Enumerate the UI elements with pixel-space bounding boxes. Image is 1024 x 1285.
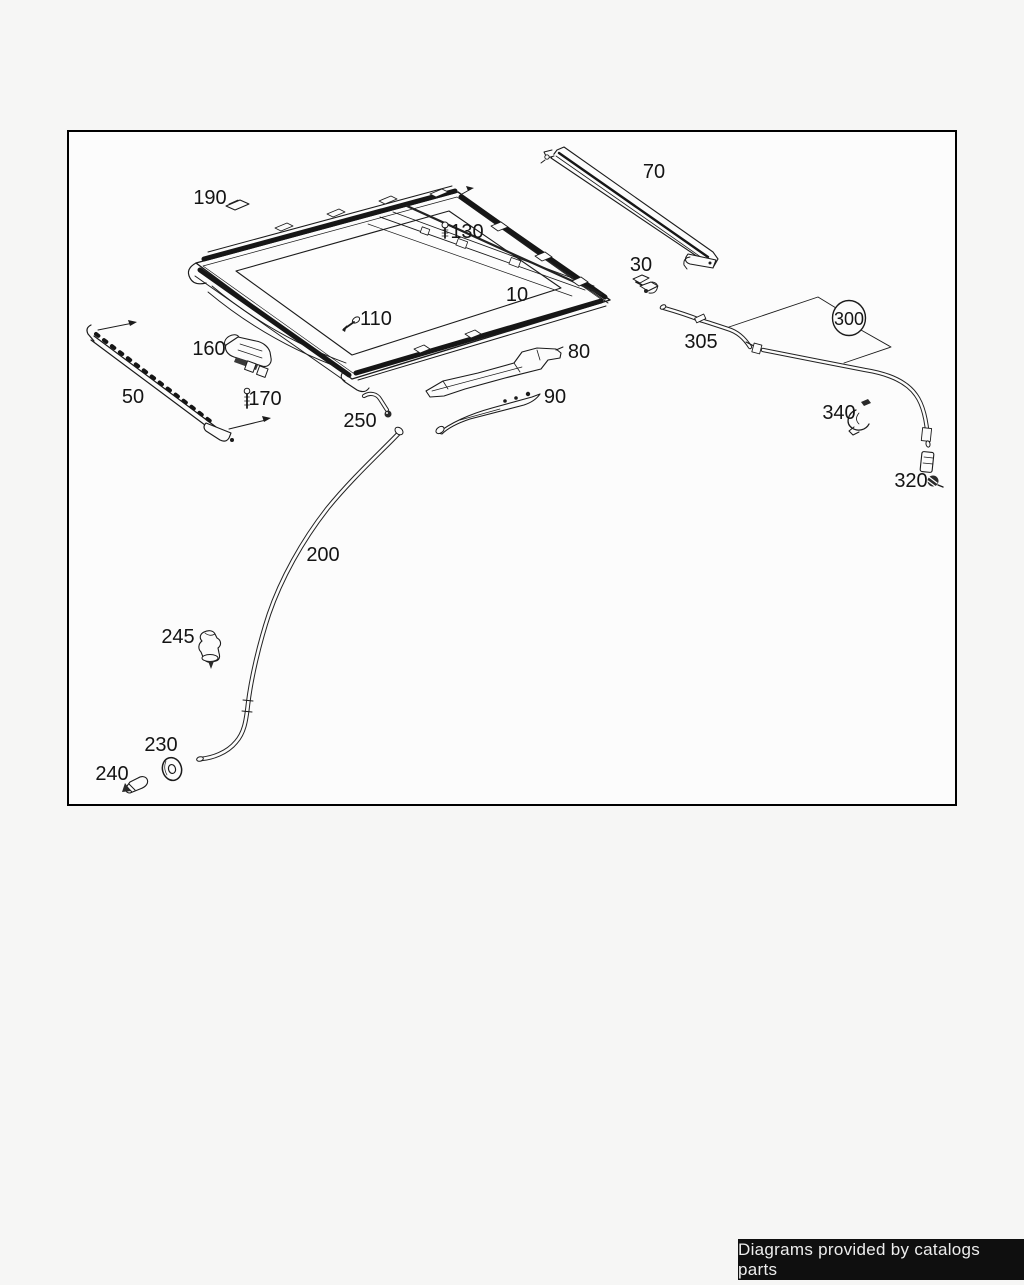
grommet-part-230-drawing — [161, 756, 183, 782]
screw-part-110-drawing — [342, 316, 361, 332]
part-label-170: 170 — [248, 388, 281, 410]
part-label-80: 80 — [568, 341, 590, 363]
tube-part-250-drawing — [361, 391, 392, 418]
attribution-text: Diagrams provided by catalogs parts — [738, 1239, 981, 1279]
part-label-250: 250 — [343, 410, 376, 432]
bracket-part-80-drawing — [425, 346, 564, 398]
part-label-200: 200 — [306, 544, 339, 566]
rail-part-70-drawing — [540, 146, 719, 270]
part-label-130: 130 — [450, 221, 483, 243]
valve-part-320-drawing — [919, 451, 944, 488]
part-label-190: 190 — [193, 187, 226, 209]
callout-circle-300 — [831, 299, 867, 337]
valve-part-245-drawing — [198, 630, 222, 669]
part-label-230: 230 — [144, 734, 177, 756]
rail-part-90-drawing — [435, 391, 541, 435]
part-label-320: 320 — [894, 470, 927, 492]
part-label-160: 160 — [192, 338, 225, 360]
plug-part-240-drawing — [122, 776, 149, 794]
clip-part-190-drawing — [225, 199, 250, 211]
drain-hose-part-305-drawing — [659, 304, 755, 350]
part-label-90: 90 — [544, 386, 566, 408]
screw-part-130-drawing — [441, 221, 449, 239]
rail-part-50-drawing — [86, 320, 271, 442]
drain-hose-part-200-drawing — [196, 426, 404, 762]
part-label-305: 305 — [684, 331, 717, 353]
attribution-bar[interactable]: Diagrams provided by catalogs parts — [738, 1239, 1024, 1280]
sunroof-frame-part-drawing — [187, 185, 611, 393]
part-label-70: 70 — [643, 161, 665, 183]
part-label-245: 245 — [161, 626, 194, 648]
clip-part-30-drawing — [632, 274, 659, 294]
drain-hose-part-300-drawing — [728, 296, 933, 448]
part-label-10: 10 — [506, 284, 528, 306]
part-label-30: 30 — [630, 254, 652, 276]
part-label-240: 240 — [95, 763, 128, 785]
diagram-border-box — [67, 130, 957, 806]
motor-part-160-drawing — [224, 334, 272, 378]
bolt-part-170-drawing — [243, 387, 251, 409]
part-label-50: 50 — [122, 386, 144, 408]
clamp-part-340-drawing — [847, 399, 871, 436]
part-label-300: 300 — [834, 309, 864, 329]
part-label-110: 110 — [360, 308, 392, 330]
part-label-340: 340 — [822, 402, 855, 424]
